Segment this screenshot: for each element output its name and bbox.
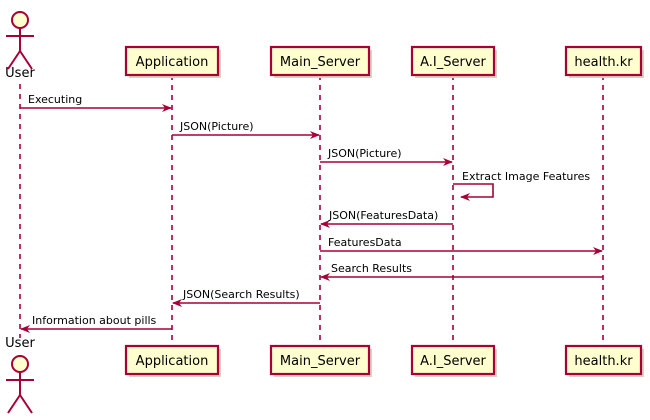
actor-head bbox=[11, 11, 29, 29]
actor-user[interactable]: User bbox=[5, 336, 35, 414]
participant-box-main_server[interactable]: Main_Server bbox=[269, 344, 372, 377]
participant-label: Application bbox=[136, 354, 209, 369]
participant-label: Main_Server bbox=[280, 354, 361, 369]
participant-label: Main_Server bbox=[280, 55, 361, 70]
message-label: Extract Image Features bbox=[462, 170, 590, 183]
participant-box-ai_server[interactable]: A.I_Server bbox=[410, 45, 497, 78]
message-9: Information about pills bbox=[20, 314, 172, 333]
message-7: Search Results bbox=[320, 262, 603, 281]
message-4: Extract Image Features bbox=[453, 170, 590, 201]
message-label: JSON(Picture) bbox=[327, 147, 402, 160]
actor-leg-right bbox=[19, 50, 33, 70]
actor-user[interactable]: User bbox=[5, 11, 35, 81]
participant-box-ai_server[interactable]: A.I_Server bbox=[410, 344, 497, 377]
actor-leg-left bbox=[7, 394, 21, 414]
message-5: JSON(FeaturesData) bbox=[320, 209, 453, 228]
participant-box-health_kr[interactable]: health.kr bbox=[564, 45, 644, 78]
message-1: Executing bbox=[20, 93, 172, 112]
actor-leg-right bbox=[19, 394, 33, 414]
box-body bbox=[564, 344, 643, 376]
box-body bbox=[564, 45, 643, 77]
message-6: FeaturesData bbox=[320, 236, 603, 255]
participant-box-application[interactable]: Application bbox=[124, 344, 221, 377]
message-label: JSON(Search Results) bbox=[182, 288, 300, 301]
message-2: JSON(Picture) bbox=[172, 120, 320, 139]
box-body bbox=[410, 344, 496, 376]
message-label: FeaturesData bbox=[328, 236, 402, 249]
participants-group: UserUserApplicationApplicationMain_Serve… bbox=[5, 11, 644, 414]
participant-label: health.kr bbox=[574, 354, 633, 369]
message-label: JSON(Picture) bbox=[179, 120, 254, 133]
participant-box-health_kr[interactable]: health.kr bbox=[564, 344, 644, 377]
participant-label: Application bbox=[136, 55, 209, 70]
participant-box-application[interactable]: Application bbox=[124, 45, 221, 78]
participant-label: health.kr bbox=[574, 55, 633, 70]
self-message-line bbox=[453, 183, 494, 201]
participant-label: A.I_Server bbox=[420, 55, 486, 70]
message-8: JSON(Search Results) bbox=[172, 288, 320, 307]
message-label: Information about pills bbox=[32, 314, 157, 327]
actor-leg-left bbox=[7, 50, 21, 70]
box-body bbox=[410, 45, 496, 77]
message-label: JSON(FeaturesData) bbox=[328, 209, 438, 222]
actor-label: User bbox=[5, 336, 35, 351]
message-3: JSON(Picture) bbox=[320, 147, 453, 166]
participant-label: A.I_Server bbox=[420, 354, 486, 369]
box-body bbox=[124, 45, 220, 77]
actor-label: User bbox=[5, 66, 35, 81]
participant-box-main_server[interactable]: Main_Server bbox=[269, 45, 372, 78]
box-body bbox=[124, 344, 220, 376]
box-body bbox=[269, 344, 371, 376]
box-body bbox=[269, 45, 371, 77]
message-label: Search Results bbox=[331, 262, 412, 275]
lifelines-group bbox=[19, 75, 604, 346]
actor-head bbox=[11, 355, 29, 373]
message-label: Executing bbox=[28, 93, 82, 106]
